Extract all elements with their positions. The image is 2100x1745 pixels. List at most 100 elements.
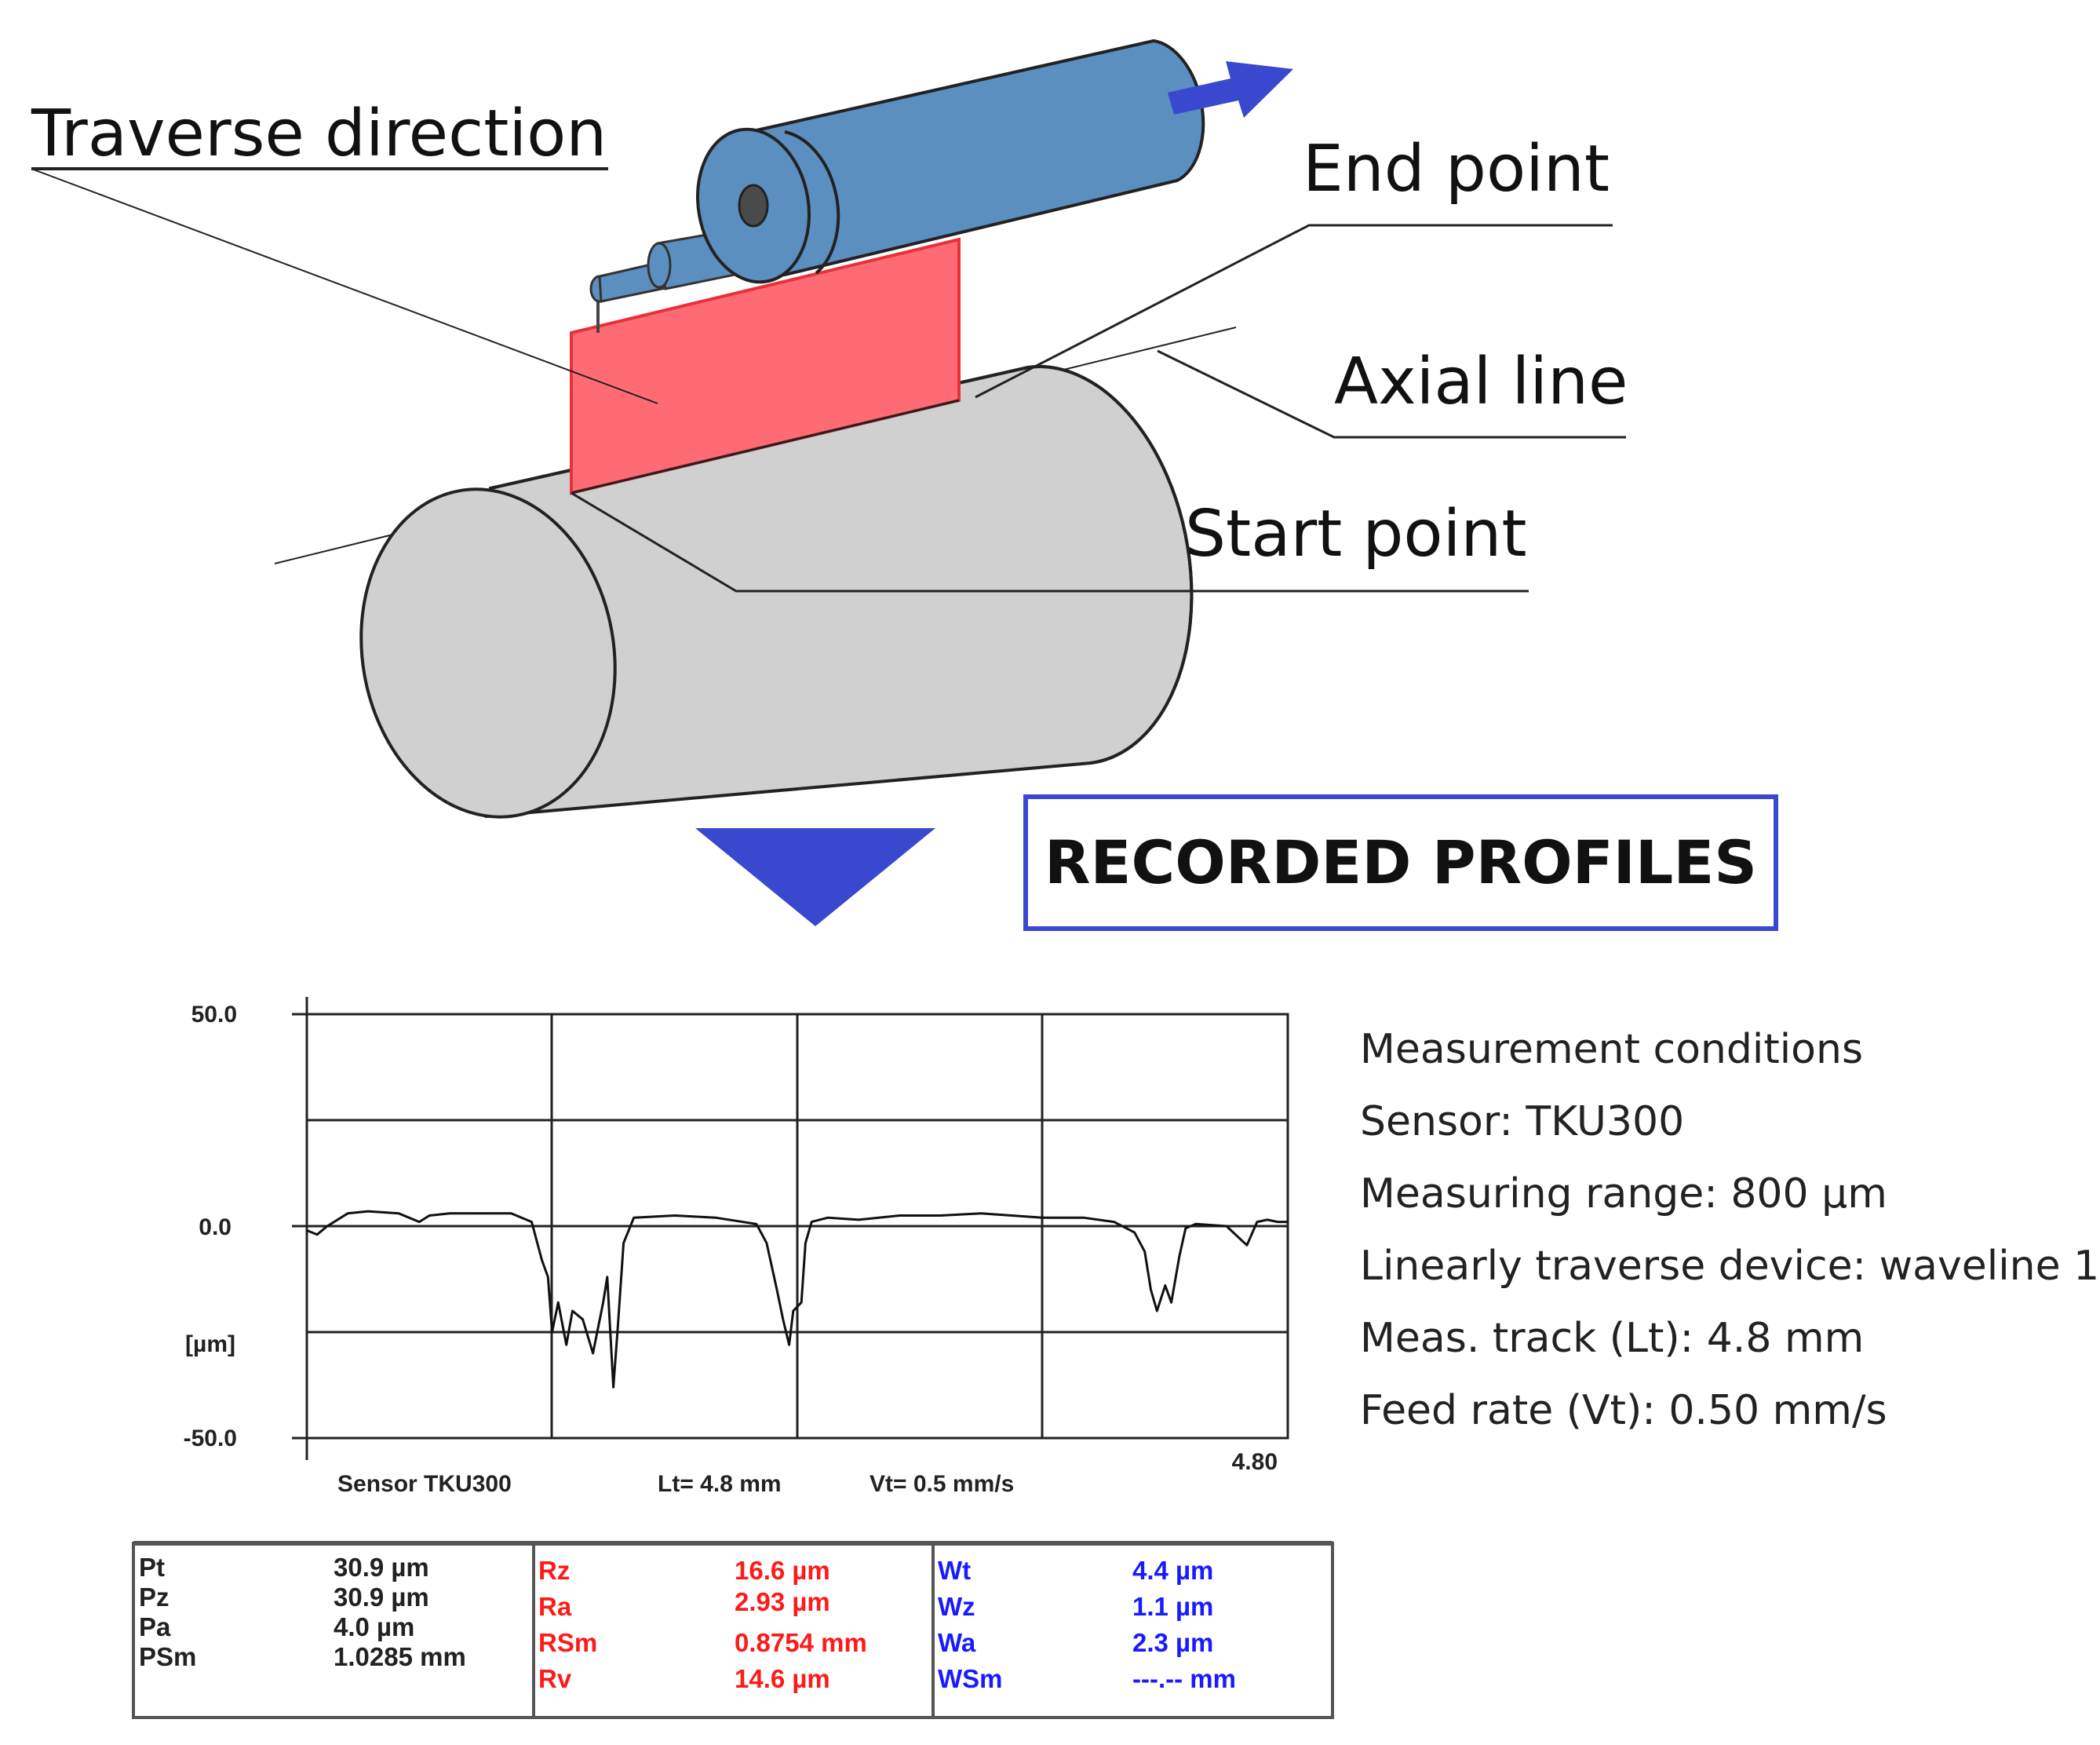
profile-point [1170, 1301, 1172, 1304]
profile-point [530, 1221, 533, 1223]
recorded-profiles-box [1023, 794, 1778, 931]
param-name: Pt [139, 1553, 165, 1582]
param-name: Wt [938, 1556, 971, 1585]
param-value: 30.9 µm [334, 1553, 429, 1582]
profile-point [1184, 1227, 1187, 1229]
probe-cylinder [695, 38, 1205, 284]
profile-point [612, 1386, 614, 1389]
conditions-device: Linearly traverse device: waveline 120 [1360, 1243, 2100, 1290]
profile-point [714, 1217, 716, 1219]
param-value: 14.6 µm [735, 1664, 830, 1693]
profile-point [1256, 1221, 1259, 1223]
profile-point [633, 1217, 635, 1219]
param-value: 2.93 µm [735, 1587, 830, 1616]
profile-point [479, 1212, 482, 1215]
profile-point [547, 1276, 549, 1279]
profile-point [1164, 1284, 1167, 1287]
profile-point [326, 1225, 329, 1228]
x-end-label: 4.80 [1232, 1449, 1278, 1475]
profile-trace-line [571, 399, 960, 495]
param-name: Rv [538, 1664, 572, 1693]
profile-point [557, 1301, 560, 1304]
traverse-direction-label: Traverse direction [31, 97, 607, 171]
conditions-range: Measuring range: 800 µm [1360, 1170, 1887, 1217]
sample-cylinder-end-face [359, 487, 617, 819]
profile-chart: 50.0 0.0 [µm] -50.0 4.80 Sensor TKU300 L… [184, 997, 1289, 1497]
probe-stylus [589, 223, 775, 333]
profile-point [1266, 1218, 1269, 1221]
profile-point [606, 1276, 608, 1279]
profile-point [1225, 1225, 1228, 1228]
profile-point [826, 1217, 829, 1219]
profile-point [1150, 1288, 1152, 1291]
profile-point [1178, 1254, 1181, 1258]
profile-point [1041, 1217, 1044, 1219]
chart-footer-track: Lt= 4.8 mm [658, 1471, 782, 1497]
parameter-table: Pt 30.9 µm Pz 30.9 µm Pa 4.0 µm PSm 1.02… [132, 1541, 1334, 1719]
profile-point [775, 1288, 778, 1291]
profile-point [939, 1214, 942, 1217]
param-name: Wz [938, 1592, 975, 1621]
profile-point [449, 1212, 451, 1215]
end-point-label: End point [1303, 132, 1610, 206]
chart-footer-speed: Vt= 0.5 mm/s [870, 1471, 1014, 1497]
profile-point [1245, 1244, 1249, 1247]
profile-point [582, 1318, 584, 1321]
param-value: ---.-- mm [1132, 1664, 1236, 1693]
profile-point [510, 1212, 512, 1215]
profile-point [1133, 1231, 1136, 1234]
profile-point [980, 1212, 983, 1215]
profile-point [782, 1318, 784, 1321]
conditions-title: Measurement conditions [1360, 1026, 1863, 1073]
traverse-direction-leader [31, 168, 658, 404]
param-name: WSm [938, 1664, 1003, 1693]
chart-footer-sensor: Sensor TKU300 [337, 1471, 512, 1497]
axial-line-label: Axial line [1334, 345, 1628, 419]
profile-point [804, 1242, 807, 1244]
profile-point [899, 1214, 901, 1217]
profile-point [592, 1352, 594, 1355]
profile-point [811, 1221, 813, 1223]
start-point-leader [571, 491, 1529, 593]
axial-line-leader [1157, 349, 1626, 439]
y-tick-label-zero: 0.0 [199, 1214, 232, 1240]
profile-point [1194, 1223, 1198, 1225]
profile-point [398, 1212, 400, 1215]
param-value: 4.4 µm [1132, 1556, 1213, 1585]
y-unit-label: [µm] [185, 1331, 235, 1357]
param-name: Rz [538, 1556, 570, 1585]
profile-point [551, 1331, 553, 1334]
param-value: 30.9 µm [334, 1583, 429, 1612]
end-point-leader [975, 224, 1613, 399]
profile-point [1011, 1214, 1013, 1217]
param-value: 1.1 µm [1132, 1592, 1213, 1621]
recorded-profiles-heading: RECORDED PROFILES [1045, 827, 1757, 897]
measurement-conditions: Measurement conditions Sensor: TKU300 Me… [1360, 1026, 2100, 1434]
start-point-label: Start point [1185, 497, 1527, 571]
param-name: PSm [139, 1642, 196, 1671]
y-tick-label-bottom: -50.0 [184, 1426, 237, 1451]
param-name: Pa [139, 1612, 171, 1641]
profile-points [305, 1210, 1289, 1389]
conditions-feed: Feed rate (Vt): 0.50 mm/s [1360, 1387, 1887, 1434]
profile-point [1113, 1221, 1115, 1223]
profile-point [565, 1344, 567, 1346]
down-arrow [695, 828, 935, 926]
param-name: Wa [938, 1628, 976, 1657]
profile-point [1082, 1217, 1085, 1219]
profile-point [1156, 1309, 1158, 1312]
param-value: 1.0285 mm [334, 1642, 466, 1671]
profile-point [571, 1309, 574, 1312]
profile-point [765, 1242, 768, 1244]
param-name: Pz [139, 1583, 170, 1612]
profile-point [541, 1259, 543, 1261]
profile-point [305, 1229, 308, 1232]
traverse-arrow [1168, 61, 1293, 118]
profile-point [755, 1223, 758, 1225]
param-value: 16.6 µm [735, 1556, 830, 1585]
profile-point [857, 1218, 860, 1221]
param-name: RSm [538, 1628, 597, 1657]
profile-point [792, 1309, 794, 1312]
profile-point [428, 1214, 431, 1217]
